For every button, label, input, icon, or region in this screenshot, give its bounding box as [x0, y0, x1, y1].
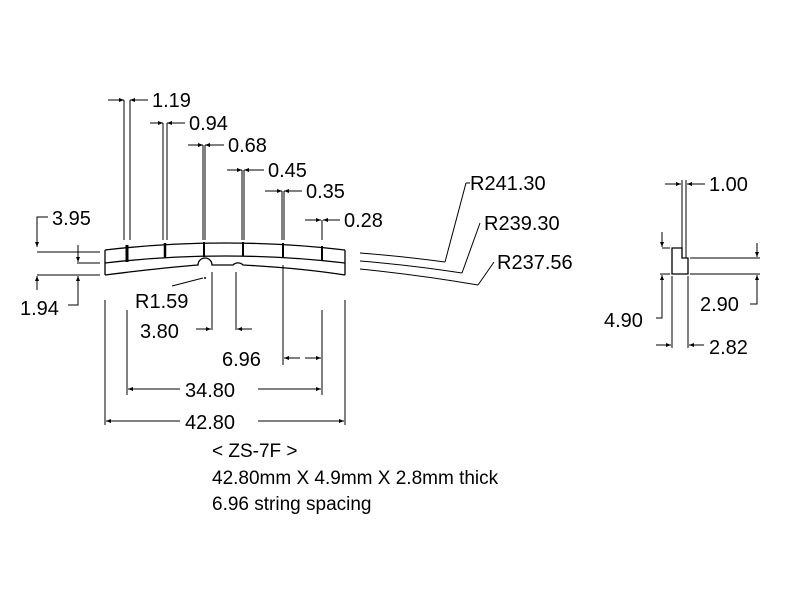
radius-3: R237.56: [497, 252, 573, 274]
length-dimension-lines: [104, 265, 346, 425]
slot-dimension-lines: [108, 98, 340, 240]
slot-width-6: 0.28: [344, 210, 383, 232]
caption-size: 42.80mm X 4.9mm X 2.8mm thick: [212, 468, 499, 489]
dim-slot-depth: 1.94: [20, 298, 59, 320]
height-dimension-lines: [35, 216, 100, 306]
nut-side-profile: [656, 180, 760, 348]
dim-top-height: 3.95: [52, 208, 91, 230]
profile-thickness: 2.82: [709, 337, 748, 359]
profile-step-height: 2.90: [700, 294, 739, 316]
dim-string-spacing: 6.96: [222, 349, 261, 371]
dim-outer-strings: 34.80: [185, 380, 235, 402]
slot-width-2: 0.94: [189, 113, 228, 135]
profile-top-width: 1.00: [709, 174, 748, 196]
dim-overall-length: 42.80: [185, 412, 235, 434]
radius-2: R239.30: [484, 213, 560, 235]
notch-dimension-lines: [171, 272, 252, 331]
caption-spacing: 6.96 string spacing: [212, 494, 372, 515]
slot-width-4: 0.45: [268, 160, 307, 182]
nut-front-view: [104, 242, 346, 279]
slot-width-5: 0.35: [306, 181, 345, 203]
slot-width-3: 0.68: [228, 135, 267, 157]
string-slots: [125, 242, 323, 262]
caption-model: < ZS-7F >: [212, 441, 298, 462]
slot-width-1: 1.19: [152, 90, 191, 112]
profile-total-height: 4.90: [604, 310, 643, 332]
dim-notch-radius: R1.59: [135, 291, 188, 313]
radius-1: R241.30: [470, 173, 546, 195]
dim-notch-width: 3.80: [140, 321, 179, 343]
radius-arcs: [359, 182, 495, 286]
